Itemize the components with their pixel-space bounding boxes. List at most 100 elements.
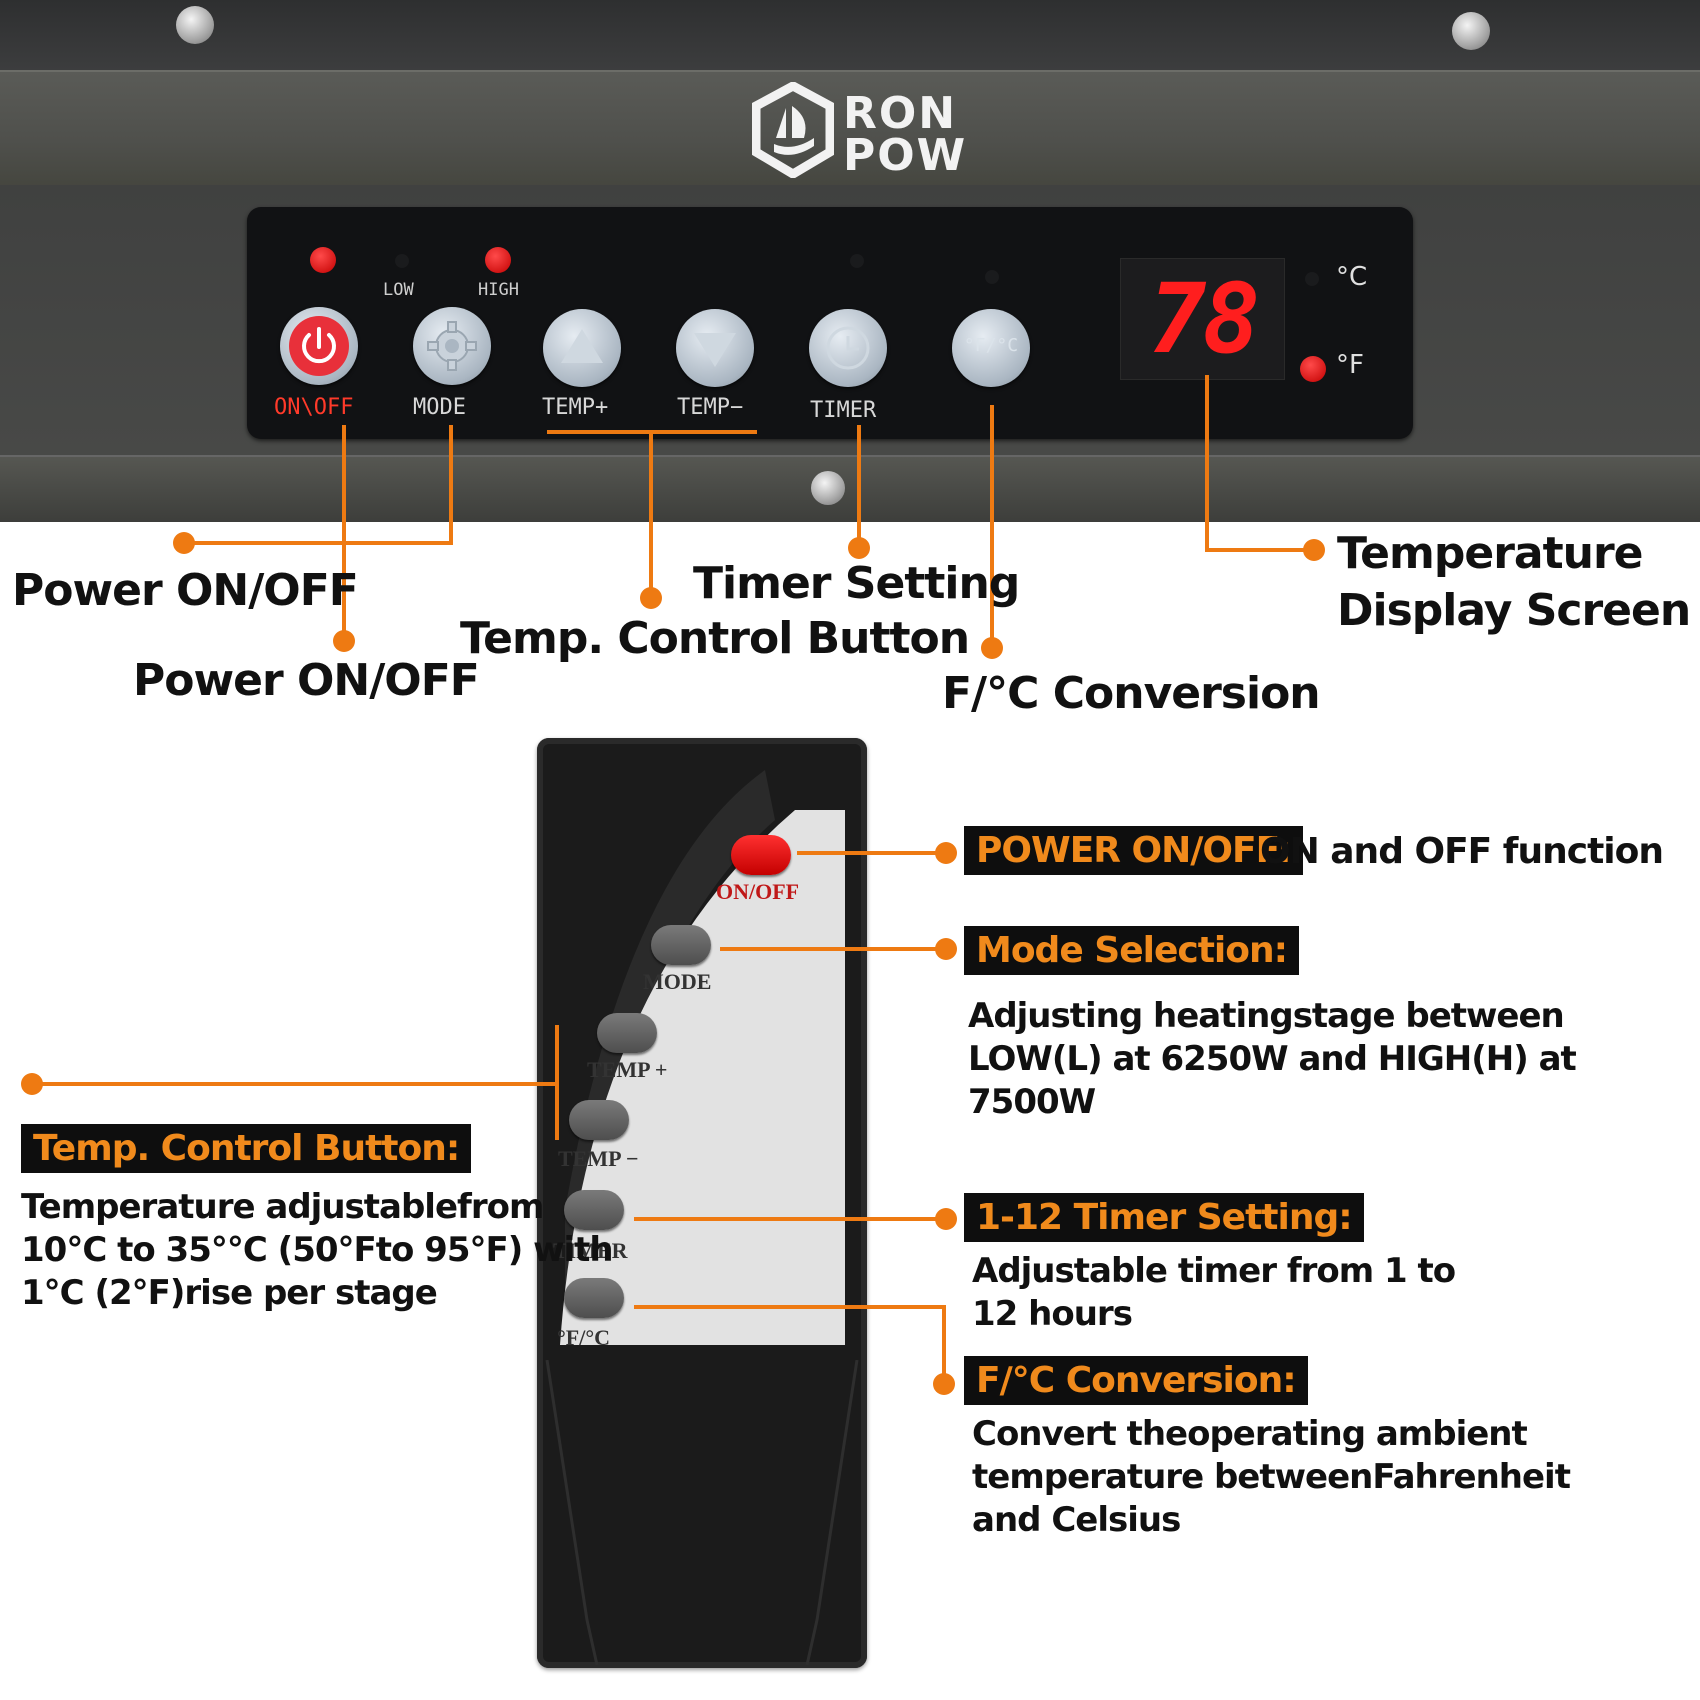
triangle-down-icon (694, 333, 736, 367)
leader-line (942, 1305, 946, 1385)
conversion-button-text: °F/°C (963, 335, 1019, 356)
low-indicator-led (395, 254, 409, 268)
panel-temp-down-button[interactable] (676, 309, 754, 387)
callout-conversion: F/°C Conversion (942, 668, 1321, 719)
tag-timer: 1-12 Timer Setting: (964, 1193, 1364, 1242)
triangle-up-icon (561, 329, 603, 363)
celsius-unit-label: °C (1336, 262, 1368, 292)
desc-mode-line: 7500W (968, 1082, 1096, 1122)
callout-power-b: Power ON/OFF (133, 655, 480, 706)
tag-temp: Temp. Control Button: (21, 1124, 472, 1173)
desc-timer-line: Adjustable timer from 1 to (972, 1251, 1456, 1291)
brand-name-line2: POW (843, 130, 968, 181)
leader-dot (21, 1073, 43, 1095)
leader-dot (848, 537, 870, 559)
panel-mode-button[interactable] (413, 307, 491, 385)
leader-line (720, 947, 947, 951)
power-indicator-led (310, 247, 336, 273)
desc-mode-line: Adjusting heatingstage between (968, 996, 1565, 1036)
panel-power-button[interactable] (280, 307, 358, 385)
remote-label-onoff: ON/OFF (716, 879, 800, 904)
leader-dot (1303, 539, 1325, 561)
remote-timer-button[interactable] (564, 1190, 624, 1230)
tag-mode: Mode Selection: (964, 926, 1300, 975)
desc-temp-line: 10°C to 35°°C (50°Fto 95°F) with (21, 1230, 614, 1270)
desc-conversion: Convert theoperating ambient temperature… (972, 1413, 1571, 1542)
desc-conversion-line: Convert theoperating ambient (972, 1414, 1528, 1454)
fahrenheit-indicator-led (1300, 356, 1326, 382)
remote-temp-up-button[interactable] (597, 1013, 657, 1053)
desc-mode: Adjusting heatingstage between LOW(L) at… (968, 995, 1577, 1124)
panel-timer-button[interactable] (809, 309, 887, 387)
screw-icon (1452, 12, 1490, 50)
remote-label-conversion: °F/°C (557, 1325, 611, 1350)
leader-line (555, 1025, 559, 1140)
leader-line (449, 425, 453, 545)
leader-line (634, 1217, 947, 1221)
panel-label-timer: TIMER (810, 398, 877, 423)
leader-dot (981, 637, 1003, 659)
desc-mode-line: LOW(L) at 6250W and HIGH(H) at (968, 1039, 1577, 1079)
leader-line (649, 430, 653, 596)
heater-lower-lip (0, 455, 1700, 522)
tag-power: POWER ON/OFF: (964, 826, 1303, 875)
remote-temp-down-button[interactable] (569, 1100, 629, 1140)
panel-label-temp-down: TEMP− (677, 395, 744, 420)
panel-label-mode: MODE (413, 395, 466, 420)
remote-label-mode: MODE (643, 969, 712, 994)
brand-name-line1: RON (843, 88, 958, 139)
panel-label-temp-up: TEMP+ (542, 395, 609, 420)
leader-line (990, 405, 994, 645)
high-label: HIGH (478, 280, 519, 300)
leader-line (1205, 548, 1315, 552)
panel-conversion-button[interactable]: °F/°C (952, 309, 1030, 387)
desc-power: ON and OFF function (1260, 831, 1664, 872)
fahrenheit-unit-label: °F (1336, 350, 1364, 380)
celsius-indicator-led (1305, 272, 1319, 286)
callout-display-line2: Display Screen (1337, 585, 1691, 636)
desc-conversion-line: temperature betweenFahrenheit (972, 1457, 1571, 1497)
callout-temp-control: Temp. Control Button (460, 613, 970, 664)
remote-conversion-button[interactable] (564, 1278, 624, 1318)
leader-line (1205, 375, 1209, 552)
leader-dot (935, 938, 957, 960)
leader-line (32, 1082, 557, 1086)
leader-line (184, 541, 453, 545)
brand-logo-icon (751, 80, 835, 180)
desc-timer: Adjustable timer from 1 to 12 hours (972, 1250, 1456, 1336)
remote-label-temp-down: TEMP − (558, 1146, 639, 1171)
gear-icon (427, 321, 477, 371)
power-icon (289, 316, 349, 376)
leader-dot (333, 630, 355, 652)
leader-dot (933, 1373, 955, 1395)
callout-power-a: Power ON/OFF (12, 565, 359, 616)
remote-label-timer: TIMER (553, 1238, 628, 1263)
panel-temp-up-button[interactable] (543, 309, 621, 387)
desc-conversion-line: and Celsius (972, 1500, 1181, 1540)
heater-brand-band (0, 70, 1700, 190)
conversion-indicator-led (985, 270, 999, 284)
remote-face (545, 760, 865, 1360)
leader-line (634, 1305, 946, 1309)
high-indicator-led (485, 247, 511, 273)
desc-temp-line: Temperature adjustablefrom (21, 1187, 544, 1227)
desc-temp: Temperature adjustablefrom 10°C to 35°°C… (21, 1186, 614, 1315)
leader-dot (640, 587, 662, 609)
remote-power-button[interactable] (731, 835, 791, 875)
callout-display-line1: Temperature (1337, 528, 1643, 579)
panel-label-onoff: ON\OFF (274, 395, 354, 420)
clock-icon (826, 326, 870, 370)
low-label: LOW (383, 280, 414, 300)
screw-icon (176, 6, 214, 44)
leader-dot (173, 532, 195, 554)
leader-line (797, 851, 947, 855)
leader-line (857, 425, 861, 545)
screw-icon (811, 471, 845, 505)
desc-temp-line: 1°C (2°F)rise per stage (21, 1273, 438, 1313)
remote-lower-shell (537, 1359, 867, 1670)
leader-line (342, 425, 346, 640)
tag-conversion: F/°C Conversion: (964, 1356, 1308, 1405)
leader-dot (935, 1208, 957, 1230)
remote-label-temp-up: TEMP + (587, 1057, 668, 1082)
remote-mode-button[interactable] (651, 925, 711, 965)
